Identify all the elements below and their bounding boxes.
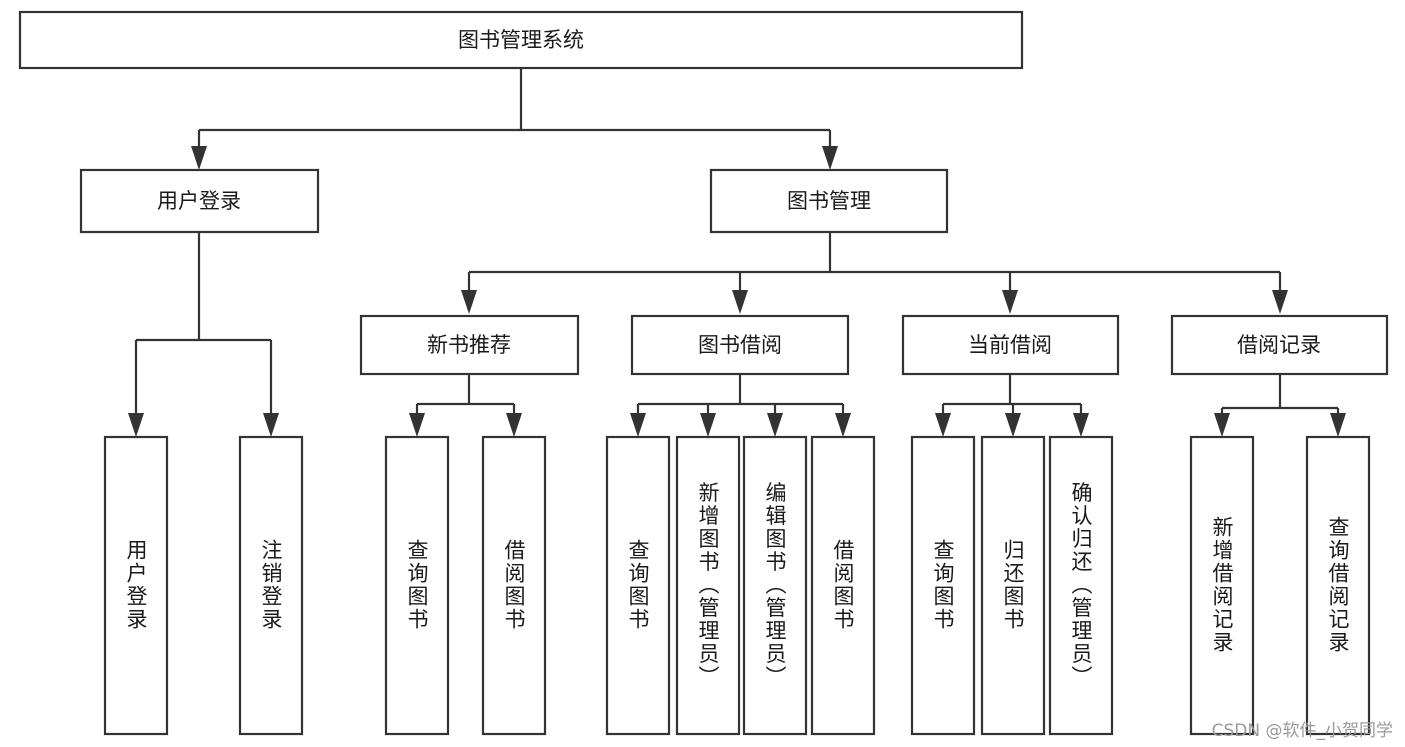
connector-group-record: [1214, 374, 1346, 437]
node-root-system-box: [18, 10, 1024, 70]
node-new-book-recommend-box: [359, 314, 580, 376]
connector-group-bookmgmt: [461, 232, 1288, 314]
node-new-book-recommend[interactable]: 新书推荐: [359, 314, 580, 376]
leaf-borrow-add-label: 新增图书（管理员）: [696, 482, 720, 689]
leaf-borrow-edit-label: 编辑图书（管理员）: [763, 482, 787, 689]
leaf-newbook-borrow-box: [481, 435, 547, 736]
leaf-current-return-label: 归还图书: [1001, 539, 1025, 631]
arrowhead-borrow-leaf2-icon: [700, 413, 716, 437]
node-user-login[interactable]: 用户登录: [79, 168, 320, 234]
connector-group-userlogin: [128, 232, 279, 437]
leaf-newbook-query-box: [384, 435, 450, 736]
leaf-record-query-label: 查询借阅记录: [1326, 516, 1350, 654]
node-book-management-box: [709, 168, 949, 234]
leaf-user-login-label: 用户登录: [124, 539, 148, 631]
leaf-borrow-do-label: 借阅图书: [831, 539, 855, 631]
leaf-record-add-label: 新增借阅记录: [1210, 516, 1234, 654]
leaf-node[interactable]: 确认归还（管理员）: [1048, 435, 1114, 736]
node-book-borrow-box: [630, 314, 850, 376]
node-current-borrow[interactable]: 当前借阅: [901, 314, 1120, 376]
leaf-record-add-box: [1189, 435, 1255, 736]
leaf-logout-box: [238, 435, 304, 736]
node-new-book-recommend-label: 新书推荐: [427, 333, 511, 357]
connector-group-borrow: [630, 374, 851, 437]
leaf-newbook-query-label: 查询图书: [405, 539, 429, 631]
arrowhead-current-leaf3-icon: [1073, 413, 1089, 437]
arrowhead-current-leaf2-icon: [1005, 413, 1021, 437]
leaf-node[interactable]: 查询图书: [910, 435, 976, 736]
leaf-node[interactable]: 查询借阅记录: [1305, 435, 1371, 736]
arrowhead-newbook-leaf1-icon: [409, 413, 425, 437]
connector-group-newbook: [409, 374, 522, 437]
node-book-borrow[interactable]: 图书借阅: [630, 314, 850, 376]
arrowhead-newbook-leaf2-icon: [506, 413, 522, 437]
arrowhead-current-leaf1-icon: [935, 413, 951, 437]
connector-group-root: [191, 68, 838, 170]
leaf-borrow-add-box: [675, 435, 741, 736]
node-book-management[interactable]: 图书管理: [709, 168, 949, 234]
node-current-borrow-box: [901, 314, 1120, 376]
leaf-node[interactable]: 归还图书: [980, 435, 1046, 736]
node-borrow-record-label: 借阅记录: [1237, 333, 1321, 357]
leaf-node[interactable]: 新增借阅记录: [1189, 435, 1255, 736]
leaf-borrow-query-box: [605, 435, 671, 736]
leaf-node[interactable]: 用户登录: [103, 435, 169, 736]
leaf-node[interactable]: 借阅图书: [481, 435, 547, 736]
leaf-current-confirm-box: [1048, 435, 1114, 736]
leaf-node[interactable]: 查询图书: [384, 435, 450, 736]
leaf-current-return-box: [980, 435, 1046, 736]
arrowhead-record-leaf2-icon: [1330, 413, 1346, 437]
arrowhead-userlogin-leaf1-icon: [128, 413, 144, 437]
arrowhead-borrow-icon: [732, 290, 748, 314]
node-book-management-label: 图书管理: [787, 189, 871, 213]
arrowhead-record-icon: [1272, 290, 1288, 314]
arrowhead-root-to-login-icon: [191, 146, 207, 170]
node-root-system[interactable]: 图书管理系统: [18, 10, 1024, 70]
arrowhead-userlogin-leaf2-icon: [263, 413, 279, 437]
leaf-node[interactable]: 新增图书（管理员）: [675, 435, 741, 736]
leaf-node[interactable]: 借阅图书: [810, 435, 876, 736]
arrowhead-root-to-bookmgmt-icon: [822, 146, 838, 170]
node-current-borrow-label: 当前借阅: [968, 333, 1052, 357]
leaf-current-query-label: 查询图书: [931, 539, 955, 631]
leaf-borrow-query-label: 查询图书: [626, 539, 650, 631]
arrowhead-borrow-leaf1-icon: [630, 413, 646, 437]
node-user-login-label: 用户登录: [157, 189, 241, 213]
leaf-node[interactable]: 注销登录: [238, 435, 304, 736]
arrowhead-borrow-leaf3-icon: [767, 413, 783, 437]
node-user-login-box: [79, 168, 320, 234]
node-book-borrow-label: 图书借阅: [698, 333, 782, 357]
arrowhead-current-icon: [1002, 290, 1018, 314]
leaf-node[interactable]: 编辑图书（管理员）: [742, 435, 808, 736]
leaf-current-confirm-label: 确认归还（管理员）: [1069, 482, 1093, 689]
arrowhead-record-leaf1-icon: [1214, 413, 1230, 437]
connector-group-current: [935, 374, 1089, 437]
node-borrow-record-box: [1170, 314, 1389, 376]
node-borrow-record[interactable]: 借阅记录: [1170, 314, 1389, 376]
leaf-node[interactable]: 查询图书: [605, 435, 671, 736]
leaf-newbook-borrow-label: 借阅图书: [502, 539, 526, 631]
leaf-borrow-edit-box: [742, 435, 808, 736]
arrowhead-borrow-leaf4-icon: [835, 413, 851, 437]
leaf-logout-label: 注销登录: [259, 539, 283, 631]
leaf-user-login-box: [103, 435, 169, 736]
leaf-current-query-box: [910, 435, 976, 736]
arrowhead-newbook-icon: [461, 290, 477, 314]
node-root-system-label: 图书管理系统: [458, 28, 584, 52]
leaf-borrow-do-box: [810, 435, 876, 736]
leaf-record-query-box: [1305, 435, 1371, 736]
